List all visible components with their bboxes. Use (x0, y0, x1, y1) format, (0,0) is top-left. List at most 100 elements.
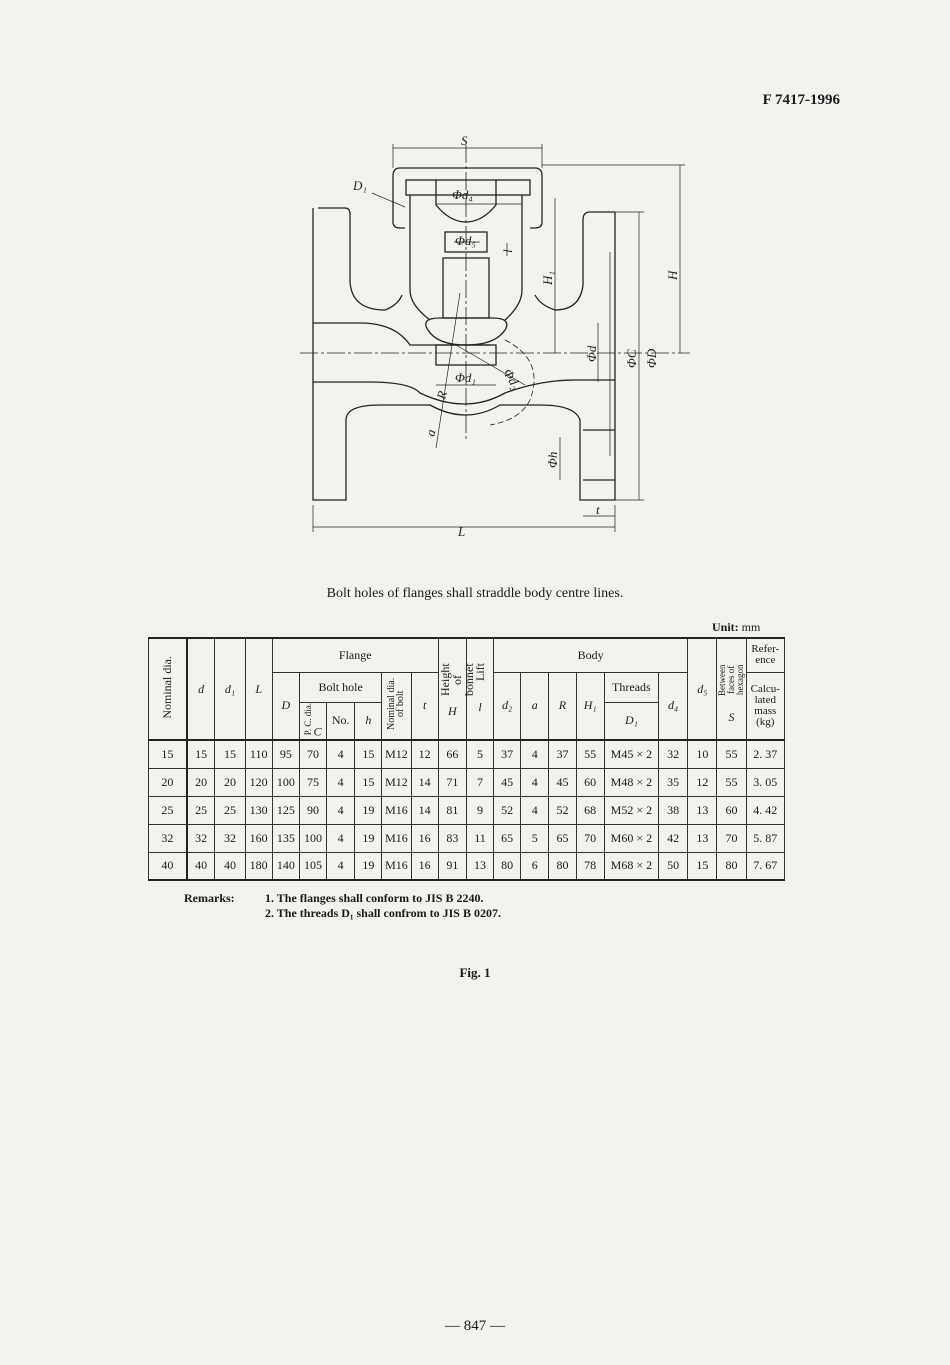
table-cell: M52 × 2 (603, 795, 660, 825)
table-cell: 100 (298, 823, 328, 853)
table-cell: 120 (244, 767, 273, 797)
table-cell: 91 (437, 851, 467, 881)
table-cell: 68 (575, 795, 605, 825)
header-t: t (410, 671, 439, 741)
table-cell: 40 (147, 851, 188, 881)
dim-label-H: H (665, 270, 680, 281)
table-cell: 130 (244, 795, 273, 825)
dim-label-a: a (422, 427, 438, 438)
table-cell: 15 (214, 739, 246, 769)
header-R: R (548, 671, 577, 741)
table-cell: 37 (548, 739, 577, 769)
remarks: Remarks: 1. The flanges shall conform to… (184, 891, 501, 921)
table-cell: M48 × 2 (603, 767, 660, 797)
header-H1: H₁ (575, 671, 605, 741)
table-cell: 5. 87 (745, 823, 786, 853)
table-cell: 10 (687, 739, 718, 769)
table-cell: 83 (437, 823, 467, 853)
table-cell: 15 (186, 739, 216, 769)
table-cell: 100 (271, 767, 300, 797)
table-cell: 81 (437, 795, 467, 825)
dimension-table: Nominal dia. d d₁ L Flange Height of bon… (147, 637, 786, 881)
table-cell: 71 (437, 767, 467, 797)
left-flange-top (318, 207, 403, 311)
table-cell: 125 (271, 795, 300, 825)
table-cell: 15 (354, 767, 383, 797)
table-cell: 12 (687, 767, 718, 797)
header-body: Body (493, 637, 689, 673)
table-cell: 19 (354, 851, 383, 881)
header-d: d (186, 637, 216, 741)
header-reference: Refer-ence (745, 637, 786, 673)
unit-note: Unit: mm (712, 620, 760, 635)
table-cell: 25 (147, 795, 188, 825)
table-cell: 19 (354, 823, 383, 853)
table-cell: 180 (244, 851, 273, 881)
table-cell: 5 (465, 739, 495, 769)
header-h: h (354, 701, 383, 741)
remark-item: 2. The threads D₁ shall confrom to JIS B… (265, 906, 501, 920)
table-cell: 15 (354, 739, 383, 769)
table-cell: 140 (271, 851, 300, 881)
table-cell: 75 (298, 767, 328, 797)
dim-label-t: t (596, 502, 600, 517)
handwheel-recess (435, 180, 497, 223)
figure-caption: Bolt holes of flanges shall straddle bod… (326, 586, 624, 601)
dimension-lines (312, 144, 685, 532)
table-cell: 55 (716, 739, 747, 769)
table-cell: 25 (186, 795, 216, 825)
table-cell: 15 (687, 851, 718, 881)
right-flange-top (534, 211, 615, 311)
table-cell: 70 (298, 739, 328, 769)
table-cell: 32 (147, 823, 188, 853)
header-D: D (271, 671, 300, 741)
header-L: L (244, 637, 273, 741)
bonnet-walls (409, 195, 523, 321)
table-cell: 20 (186, 767, 216, 797)
table-cell: 4 (520, 739, 550, 769)
table-cell: 105 (298, 851, 328, 881)
table-cell: 45 (548, 767, 577, 797)
table-cell: 70 (716, 823, 747, 853)
table-cell: 19 (354, 795, 383, 825)
table-cell: 65 (493, 823, 522, 853)
table-cell: 15 (147, 739, 188, 769)
header-mass: Calcu-lated mass (kg) (745, 671, 786, 741)
table-cell: 16 (410, 823, 439, 853)
dim-label-d: Φd (584, 345, 599, 362)
table-cell: 20 (214, 767, 246, 797)
remarks-label: Remarks: (184, 891, 235, 905)
table-cell: 9 (465, 795, 495, 825)
table-cell: M60 × 2 (603, 823, 660, 853)
table-cell: 13 (687, 795, 718, 825)
table-cell: 11 (465, 823, 495, 853)
table-cell: 42 (658, 823, 689, 853)
table-cell: 45 (493, 767, 522, 797)
table-cell: 35 (658, 767, 689, 797)
dim-label-d4: Φd₄ (452, 187, 473, 202)
table-cell: M68 × 2 (603, 851, 660, 881)
table-cell: 20 (147, 767, 188, 797)
unit-label: Unit: (712, 620, 739, 634)
header-nominal-dia: Nominal dia. (147, 637, 188, 741)
table-cell: 37 (493, 739, 522, 769)
table-cell: 50 (658, 851, 689, 881)
table-cell: 7. 67 (745, 851, 786, 881)
table-cell: M16 (381, 851, 412, 881)
page-number: — 847 — (445, 1318, 505, 1334)
table-cell: M16 (381, 795, 412, 825)
table-cell: 25 (214, 795, 246, 825)
dim-label-S: S (461, 133, 468, 148)
table-cell: 32 (186, 823, 216, 853)
seat (435, 344, 497, 366)
table-cell: 90 (298, 795, 328, 825)
dim-label-d5: Φd₅ (455, 233, 476, 248)
header-D1: D₁ (603, 701, 660, 741)
table-cell: 32 (214, 823, 246, 853)
table-cell: 4 (326, 767, 356, 797)
body-lower-passage (313, 379, 615, 405)
remark-item: 1. The flanges shall conform to JIS B 22… (265, 891, 484, 905)
